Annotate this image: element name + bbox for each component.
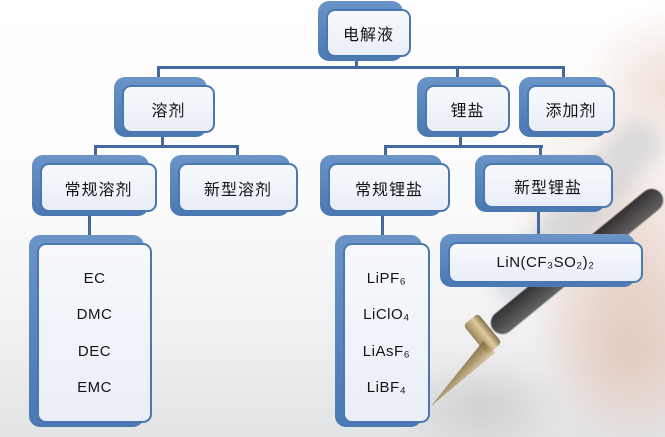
leaf-box-conventional-salts: LiPF₆ LiClO₄ LiAsF₆ LiBF₄ — [335, 235, 430, 427]
pen-ring-shape — [463, 313, 502, 355]
node-new-solvent-label: 新型溶剂 — [178, 163, 298, 212]
connector-solvent-down — [161, 130, 164, 148]
node-conventional-solvent: 常规溶剂 — [32, 155, 157, 216]
conventional-salts-list: LiPF₆ LiClO₄ LiAsF₆ LiBF₄ — [343, 243, 430, 423]
node-electrolyte: 电解液 — [318, 1, 411, 61]
list-item: DEC — [77, 342, 112, 360]
leaf-box-new-salt: LiN(CF₃SO₂)₂ — [440, 234, 643, 287]
node-electrolyte-label: 电解液 — [326, 9, 411, 57]
connector-conventional-solvent-leaf — [88, 208, 91, 248]
connector-root-down — [355, 57, 358, 68]
connector-solvent-horizontal — [94, 145, 239, 148]
connector-level1-horizontal — [157, 66, 565, 69]
node-additive-label: 添加剂 — [527, 85, 615, 133]
leaf-box-conventional-solvents: EC DMC DEC EMC — [29, 235, 152, 427]
list-item: LiPF₆ — [366, 270, 407, 288]
list-item: EC — [83, 270, 106, 288]
list-item: DMC — [76, 306, 113, 324]
list-item: LiBF₄ — [366, 378, 407, 396]
connector-to-solvent — [157, 66, 160, 84]
new-salt-formula: LiN(CF₃SO₂)₂ — [448, 242, 643, 283]
pen-nib-shape — [423, 339, 497, 414]
list-item: LiClO₄ — [363, 306, 410, 324]
node-solvent: 溶剂 — [114, 77, 215, 137]
node-new-salt-label: 新型锂盐 — [483, 163, 613, 208]
node-conventional-salt: 常规锂盐 — [320, 155, 450, 216]
list-item: EMC — [77, 378, 112, 396]
list-item: LiAsF₆ — [362, 342, 411, 360]
connector-conventional-salt-leaf — [381, 208, 384, 248]
connector-lithium-salt-horizontal — [384, 145, 543, 148]
node-lithium-salt: 锂盐 — [417, 77, 510, 137]
node-conventional-salt-label: 常规锂盐 — [328, 163, 450, 212]
node-conventional-solvent-label: 常规溶剂 — [40, 163, 157, 212]
node-new-salt: 新型锂盐 — [475, 155, 613, 212]
conventional-solvents-list: EC DMC DEC EMC — [37, 243, 152, 423]
connector-to-lithium-salt — [456, 66, 459, 84]
node-new-solvent: 新型溶剂 — [170, 155, 298, 216]
node-solvent-label: 溶剂 — [122, 85, 215, 133]
node-lithium-salt-label: 锂盐 — [425, 85, 510, 133]
node-additive: 添加剂 — [519, 77, 615, 137]
